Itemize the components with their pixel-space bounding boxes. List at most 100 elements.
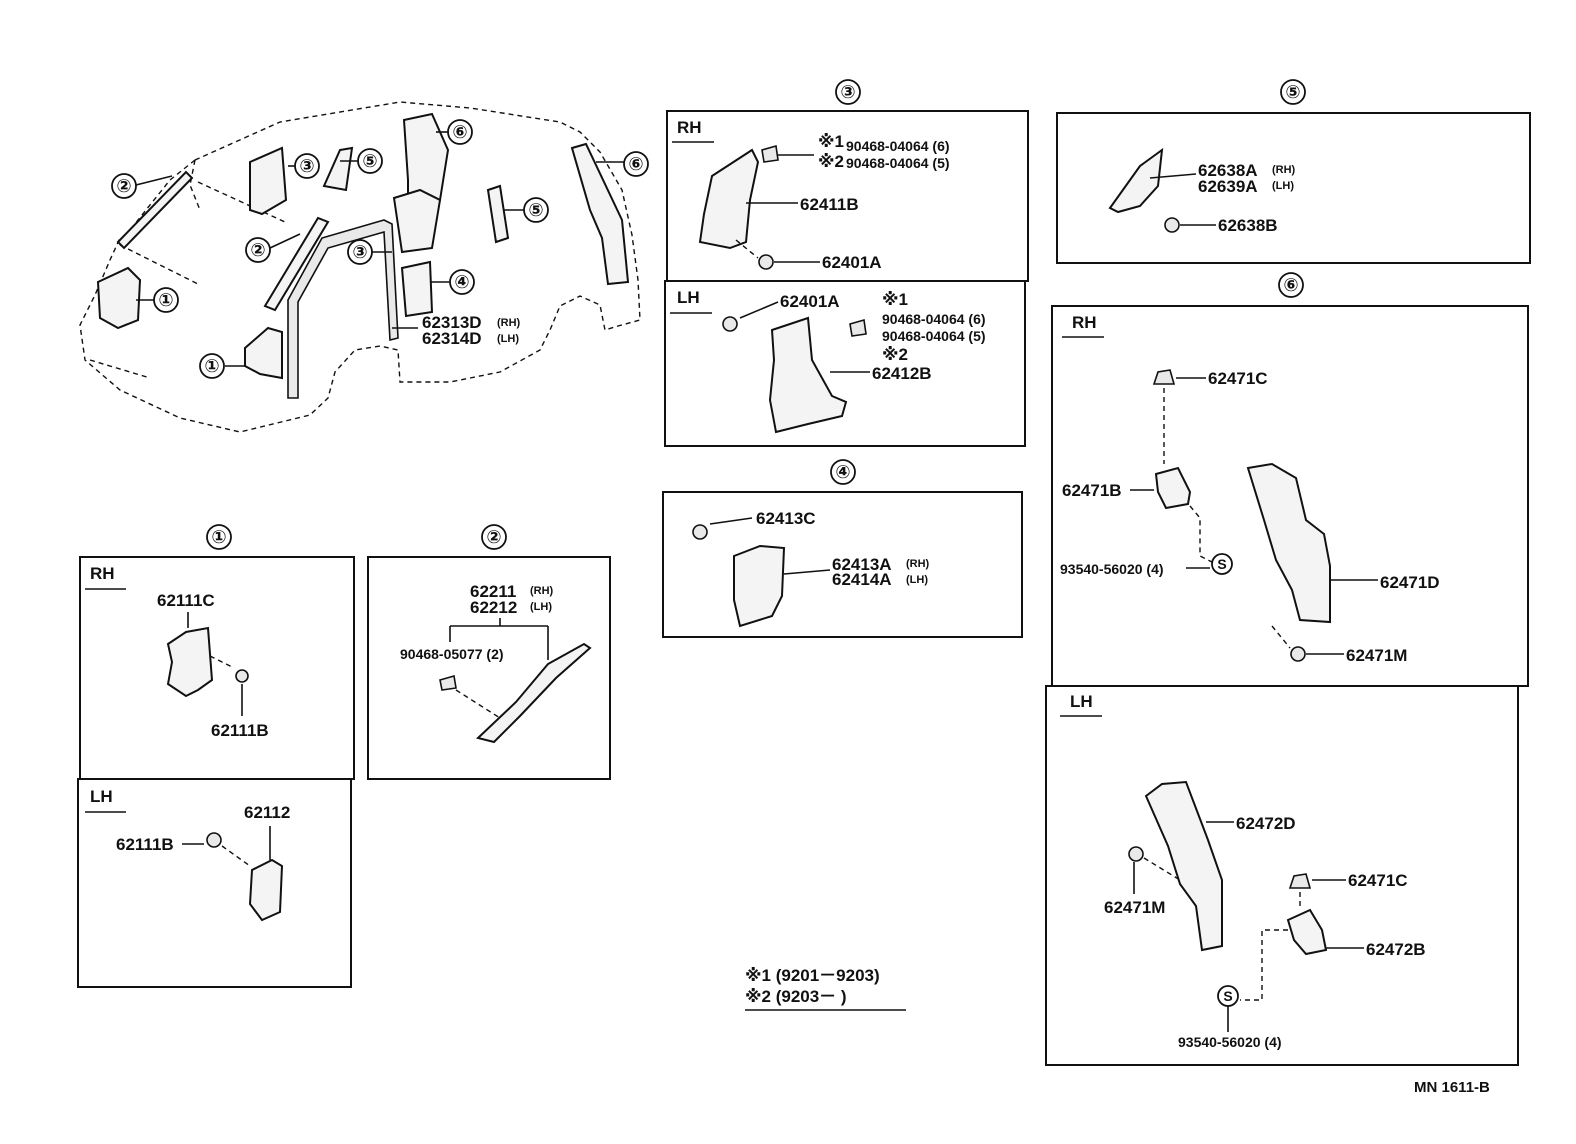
part-62111C: 62111C	[157, 591, 215, 610]
svg-text:※2: ※2	[818, 152, 844, 171]
part-62401A-rh: 62401A	[822, 253, 882, 272]
svg-text:(RH): (RH)	[530, 585, 554, 597]
panel-3: ③ RH ※1 90468-04064 (6) ※2 90468-04064 (…	[664, 79, 1029, 447]
part-93540-56020-lh: 93540-56020 (4)	[1178, 1034, 1282, 1050]
a-pillar-strip	[263, 216, 330, 312]
callout-1-front	[153, 287, 179, 313]
callout-5-upper	[357, 148, 383, 174]
svg-text:②: ②	[486, 527, 501, 547]
part-90468-05077: 90468-05077 (2)	[400, 646, 504, 662]
part-90468-04064-5-lh: 90468-04064 (5)	[882, 328, 986, 344]
b-pillar-lh-part	[768, 316, 848, 434]
part-90468-04064-6-lh: 90468-04064 (6)	[882, 311, 986, 327]
screw-symbol-rh	[1211, 553, 1233, 575]
svg-text:(LH): (LH)	[906, 574, 928, 586]
roof-side-rail	[287, 219, 399, 399]
svg-text:①: ①	[211, 527, 226, 547]
part-62638B: 62638B	[1218, 216, 1278, 235]
part-62411B: 62411B	[800, 195, 859, 214]
b-pillar-upper	[249, 146, 288, 216]
kick-panel-lh-part	[248, 858, 284, 922]
svg-text:③: ③	[840, 82, 855, 102]
legend-note-1: ※1 (9201－9203)	[745, 966, 880, 985]
clip-90468-05077	[439, 674, 457, 691]
part-62412B: 62412B	[872, 364, 932, 383]
part-90468-04064-5: 90468-04064 (5)	[846, 155, 950, 171]
callout-5-rear	[523, 197, 549, 223]
part-62638A: 62638A	[1198, 161, 1258, 180]
a-pillar-garnish-part	[475, 642, 592, 744]
vehicle-overview: ② ② ③ ⑤ ⑥ ⑥ ⑤ ③ ④ ① ① 62313D (RH) 62314D…	[79, 101, 649, 433]
part-62401A-lh: 62401A	[780, 292, 840, 311]
panel-1-number	[206, 524, 232, 550]
svg-text:(RH): (RH)	[906, 558, 930, 570]
panel-6: ⑥ RH 62471C 62471B S 93540-56020 (4) 624…	[1045, 272, 1529, 1066]
svg-text:(LH): (LH)	[530, 601, 552, 613]
panel-4-number	[830, 459, 856, 485]
panel-5: ⑤ 62638A (RH) 62639A (LH) 62638B	[1056, 79, 1531, 264]
rear-pillar-strip	[486, 184, 510, 244]
clip-62471M-rh	[1290, 646, 1306, 662]
b-pillar-rh-part	[698, 148, 760, 250]
part-62413C: 62413C	[756, 509, 816, 528]
panel-2-number	[481, 524, 507, 550]
callout-3-upper	[294, 153, 320, 179]
callout-2-front	[111, 173, 137, 199]
clip-62413C	[692, 524, 708, 540]
callout-1-front-label: ①	[158, 290, 173, 310]
part-90468-04064-6: 90468-04064 (6)	[846, 138, 950, 154]
panel-2-box	[367, 556, 611, 780]
panel-4: ④ 62413C 62413A (RH) 62414A (LH)	[662, 459, 1023, 638]
panel-2: ② 62211 (RH) 62212 (LH) 90468-05077 (2)	[367, 524, 611, 780]
part-62413A: 62413A	[832, 555, 892, 574]
part-62414A: 62414A	[832, 570, 892, 589]
panel-3-lh-box	[664, 280, 1026, 447]
callout-3-upper-label: ③	[299, 156, 314, 176]
panel-1-rh-box	[79, 556, 355, 780]
part-62313D: 62313D	[422, 313, 482, 332]
part-62471B: 62471B	[1062, 481, 1122, 500]
svg-text:⑤: ⑤	[1285, 82, 1300, 102]
lower-pillar-part	[733, 544, 786, 628]
svg-text:S: S	[1223, 988, 1232, 1004]
svg-text:⑥: ⑥	[1283, 275, 1298, 295]
callout-3-mid	[347, 239, 373, 265]
panel-3-number	[835, 79, 861, 105]
lower-pillar-trim	[400, 260, 434, 318]
part-62471M-rh: 62471M	[1346, 646, 1407, 665]
part-62111B-lh: 62111B	[116, 835, 174, 854]
clip-90468-04064-lh	[849, 318, 867, 337]
cover-62472B	[1286, 908, 1328, 956]
panel-6-lh-label: LH	[1070, 692, 1093, 711]
callout-5-upper-label: ⑤	[362, 151, 377, 171]
callout-6-upper-label: ⑥	[452, 122, 467, 142]
callout-5-rear-label: ⑤	[528, 200, 543, 220]
part-62639A: 62639A	[1198, 177, 1258, 196]
part-62471C-rh: 62471C	[1208, 369, 1268, 388]
back-door-trim	[570, 142, 630, 286]
cover-62471B	[1154, 466, 1192, 510]
panel-6-number	[1278, 272, 1304, 298]
clip-62638B	[1164, 217, 1180, 233]
callout-2-side-label: ②	[250, 240, 265, 260]
a-pillar-strip-front	[116, 170, 194, 250]
part-62212: 62212	[470, 598, 517, 617]
kick-panel-rear	[244, 326, 283, 380]
clip-62401A-rh	[758, 254, 774, 270]
part-62111B-rh: 62111B	[211, 721, 269, 740]
callout-2-side	[245, 237, 271, 263]
svg-text:S: S	[1217, 556, 1226, 572]
cap-62471C-lh	[1288, 873, 1312, 889]
callout-2-front-label: ②	[116, 176, 131, 196]
callout-6-rear-label: ⑥	[628, 154, 643, 174]
callout-1-rear-label: ①	[204, 356, 219, 376]
part-62472B: 62472B	[1366, 940, 1426, 959]
part-93540-56020-rh: 93540-56020 (4)	[1060, 561, 1164, 577]
vehicle-outline	[79, 101, 641, 433]
panel-1-lh-label: LH	[90, 787, 113, 806]
clip-62401A-lh	[722, 316, 738, 332]
callout-1-rear	[199, 353, 225, 379]
rear-pillar-part	[1108, 147, 1164, 214]
panel-4-box	[662, 491, 1023, 638]
